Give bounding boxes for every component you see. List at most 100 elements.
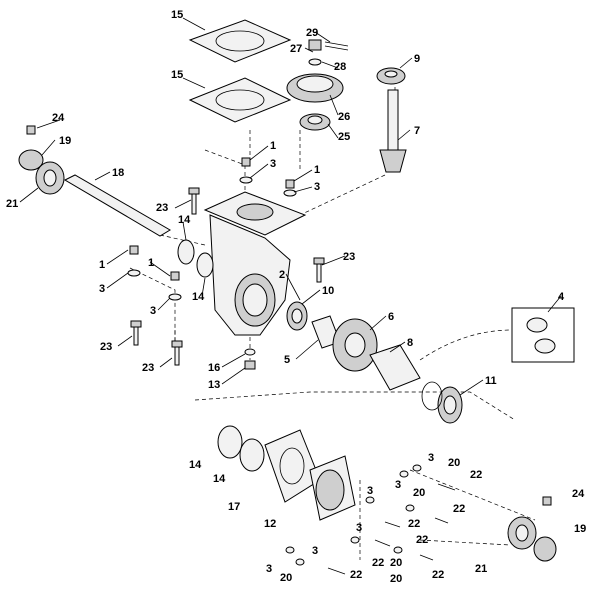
callout-15-upper: 15 xyxy=(171,9,183,21)
detail-box-4 xyxy=(511,307,575,363)
washer-20-3 xyxy=(393,546,403,554)
bolt-22-2 xyxy=(434,517,449,524)
callout-3-lower-3: 3 xyxy=(395,479,401,491)
nut-19-upper xyxy=(18,149,44,171)
callout-22-lower-1: 22 xyxy=(470,469,482,481)
callout-20-lower-4: 20 xyxy=(280,572,292,584)
pinion-shaft xyxy=(379,89,407,173)
callout-21-lower: 21 xyxy=(475,563,487,575)
callout-3-lower-2: 3 xyxy=(367,485,373,497)
callout-1-left-b: 1 xyxy=(148,257,154,269)
callout-22-lower-4: 22 xyxy=(416,534,428,546)
washer-3-top xyxy=(239,176,253,184)
ring-11 xyxy=(437,386,463,424)
callout-3-right: 3 xyxy=(314,181,320,193)
washer-3-1 xyxy=(399,470,409,478)
bolt-23-bottom xyxy=(171,340,183,366)
callout-8: 8 xyxy=(407,337,413,349)
callout-3-lower-6: 3 xyxy=(266,563,272,575)
callout-20-lower-1: 20 xyxy=(448,457,460,469)
washer-20-2 xyxy=(405,504,415,512)
gasket-lower xyxy=(188,77,292,123)
hub-21-lower xyxy=(507,516,537,550)
callout-13: 13 xyxy=(208,379,220,391)
callout-10: 10 xyxy=(322,285,334,297)
screw-1-top xyxy=(241,157,251,167)
callout-22-lower-6: 22 xyxy=(350,569,362,581)
callout-4: 4 xyxy=(558,291,565,303)
washer-3-left-b xyxy=(168,293,182,301)
bolt-22-5 xyxy=(419,554,434,561)
bolt-23-right xyxy=(313,257,325,283)
seal-14-b xyxy=(196,252,214,278)
hub-21-upper xyxy=(35,161,65,195)
callout-22-lower-3: 22 xyxy=(408,518,420,530)
seal-14-lower-a xyxy=(217,425,243,459)
axle xyxy=(63,174,171,237)
bolt-23-top xyxy=(188,187,200,215)
screw-24-lower xyxy=(542,496,552,506)
callout-26: 26 xyxy=(338,111,350,123)
callout-19-upper: 19 xyxy=(59,135,71,147)
callout-12: 12 xyxy=(264,518,276,530)
callout-6: 6 xyxy=(388,311,394,323)
callout-5: 5 xyxy=(284,354,290,366)
gear-housing xyxy=(203,191,307,336)
washer-3-4 xyxy=(285,546,295,554)
cotter-pin xyxy=(324,41,349,51)
circlip-ring xyxy=(421,381,443,411)
callout-19-lower: 19 xyxy=(574,523,586,535)
callout-3-top: 3 xyxy=(270,158,276,170)
callout-20-lower-2: 20 xyxy=(413,487,425,499)
callout-20-lower-3: 20 xyxy=(390,557,402,569)
callout-1-left-a: 1 xyxy=(99,259,105,271)
washer-20-1 xyxy=(412,464,422,472)
screw-1-left-b xyxy=(170,271,180,281)
gasket-17 xyxy=(264,429,321,503)
callout-7: 7 xyxy=(414,125,420,137)
washer-3-2 xyxy=(365,496,375,504)
callout-18: 18 xyxy=(112,167,124,179)
callout-3-lower-5: 3 xyxy=(312,545,318,557)
callout-28: 28 xyxy=(334,61,346,73)
callout-22-lower-2: 22 xyxy=(453,503,465,515)
cover-12 xyxy=(309,455,356,521)
bolt-22-4 xyxy=(374,539,391,547)
callout-20-lower-5: 20 xyxy=(390,573,402,585)
callout-9: 9 xyxy=(414,53,420,65)
callout-21-upper: 21 xyxy=(6,198,18,210)
callout-22-lower-5: 22 xyxy=(372,557,384,569)
screw-1-right xyxy=(285,179,295,189)
callout-15-lower: 15 xyxy=(171,69,183,81)
castle-nut xyxy=(308,39,322,51)
callout-3-lower-4: 3 xyxy=(356,522,362,534)
callout-22-lower-7: 22 xyxy=(432,569,444,581)
callout-1-right: 1 xyxy=(314,164,320,176)
gasket-upper xyxy=(188,19,292,63)
seal-14-a xyxy=(177,239,195,265)
bolt-22-6 xyxy=(327,567,346,575)
callout-23-right: 23 xyxy=(343,251,355,263)
callout-24-upper: 24 xyxy=(52,112,65,124)
bevel-gear xyxy=(286,73,344,103)
callout-14-lower-b: 14 xyxy=(213,473,226,485)
bolt-23-left xyxy=(130,320,142,346)
callout-16: 16 xyxy=(208,362,220,374)
leader-lines xyxy=(19,17,562,396)
callout-labels: 15 15 29 27 28 9 26 25 7 24 19 21 18 1 3… xyxy=(6,9,586,585)
callout-23-left: 23 xyxy=(100,341,112,353)
callout-3-left-b: 3 xyxy=(150,305,156,317)
washer-3-left-a xyxy=(127,269,141,277)
callout-24-lower: 24 xyxy=(572,488,585,500)
callout-17: 17 xyxy=(228,501,240,513)
splined-sleeve-8 xyxy=(369,344,421,391)
callout-23-top: 23 xyxy=(156,202,168,214)
small-washer-28 xyxy=(308,58,322,66)
nut-19-lower xyxy=(533,536,557,562)
washer-3-right xyxy=(283,189,297,197)
screw-16 xyxy=(244,348,256,356)
callout-14-lower-a: 14 xyxy=(189,459,202,471)
screw-24-upper xyxy=(26,125,36,135)
callout-2: 2 xyxy=(279,269,285,281)
